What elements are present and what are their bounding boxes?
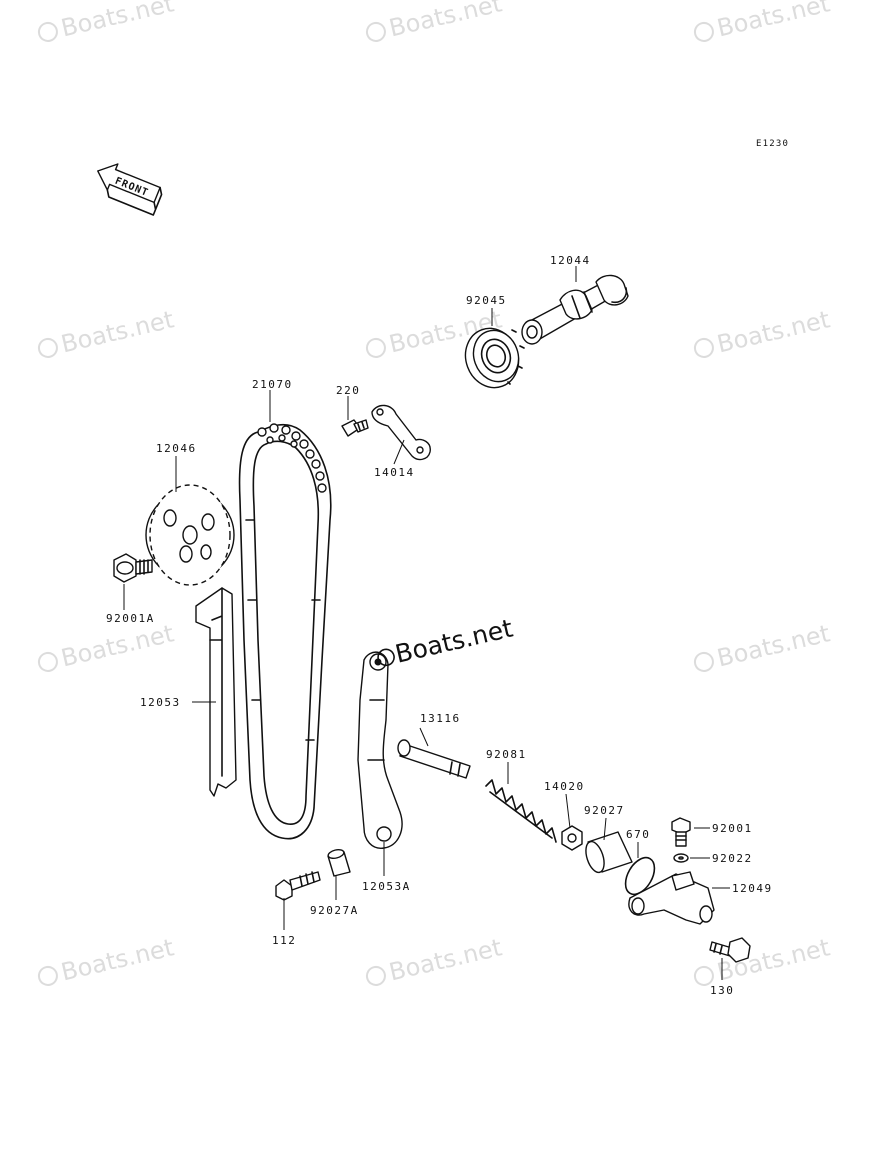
center-watermark: Boats.net <box>377 613 516 669</box>
spring-92081 <box>485 779 557 843</box>
watermark-layer: Boats.net Boats.net Boats.net Boats.net … <box>37 0 833 986</box>
label-92022: 92022 <box>712 852 753 865</box>
diagram-code: E1230 <box>756 139 789 149</box>
tensioner-arm-12053a <box>357 651 403 849</box>
watermark-6: Boats.net <box>693 305 833 358</box>
watermark-9: Boats.net <box>37 933 177 986</box>
label-92001: 92001 <box>712 822 753 835</box>
svg-text:Boats.net: Boats.net <box>58 933 176 986</box>
label-12044: 12044 <box>550 254 591 267</box>
timing-chain <box>238 423 332 840</box>
part-labels: 12044 92045 21070 220 14014 12046 92001A… <box>106 254 773 997</box>
bolt-112 <box>275 871 321 901</box>
sleeve-92027 <box>585 831 633 874</box>
push-rod-13116 <box>397 739 471 779</box>
svg-text:Boats.net: Boats.net <box>58 619 176 672</box>
watermark-4: Boats.net <box>37 305 177 358</box>
label-12053: 12053 <box>140 696 181 709</box>
watermark-7: Boats.net <box>37 619 177 672</box>
label-220: 220 <box>336 384 360 397</box>
label-92027a: 92027A <box>310 904 359 917</box>
label-670: 670 <box>626 828 650 841</box>
label-112: 112 <box>272 934 296 947</box>
front-arrow-icon: FRONT <box>97 163 163 216</box>
svg-text:Boats.net: Boats.net <box>58 0 176 42</box>
svg-text:Boats.net: Boats.net <box>386 933 504 986</box>
washer-92022 <box>673 853 689 863</box>
svg-text:Boats.net: Boats.net <box>714 0 832 42</box>
bolt-92001a <box>113 553 153 583</box>
svg-text:Boats.net: Boats.net <box>714 619 832 672</box>
tensioner-body-12049 <box>628 871 715 925</box>
leader-lines <box>123 266 730 980</box>
label-12049: 12049 <box>732 882 773 895</box>
bolt-130 <box>709 937 751 963</box>
chain-links <box>257 423 327 493</box>
label-92045: 92045 <box>466 294 507 307</box>
svg-text:Boats.net: Boats.net <box>386 0 504 42</box>
chain-guide-12053 <box>195 587 237 797</box>
bearing <box>464 327 525 389</box>
camshaft <box>521 274 629 345</box>
label-21070: 21070 <box>252 378 293 391</box>
label-12053a: 12053A <box>362 880 411 893</box>
guide-14014 <box>371 404 431 461</box>
label-14020: 14020 <box>544 780 585 793</box>
label-92081: 92081 <box>486 748 527 761</box>
label-14014: 14014 <box>374 466 415 479</box>
svg-text:Boats.net: Boats.net <box>714 305 832 358</box>
watermark-2: Boats.net <box>365 0 505 42</box>
svg-text:Boats.net: Boats.net <box>58 305 176 358</box>
label-130: 130 <box>710 984 734 997</box>
o-ring-670 <box>624 856 656 896</box>
bolt-220 <box>341 419 369 437</box>
watermark-1: Boats.net <box>37 0 177 42</box>
label-92001a: 92001A <box>106 612 155 625</box>
bolt-92001 <box>671 817 691 847</box>
sprocket <box>145 484 235 586</box>
collar-92027a <box>327 848 351 877</box>
watermark-3: Boats.net <box>693 0 833 42</box>
watermark-8: Boats.net <box>693 619 833 672</box>
svg-text:Boats.net: Boats.net <box>392 613 515 668</box>
label-12046: 12046 <box>156 442 197 455</box>
watermark-10: Boats.net <box>365 933 505 986</box>
label-13116: 13116 <box>420 712 461 725</box>
nut-14020 <box>561 825 583 851</box>
label-92027: 92027 <box>584 804 625 817</box>
